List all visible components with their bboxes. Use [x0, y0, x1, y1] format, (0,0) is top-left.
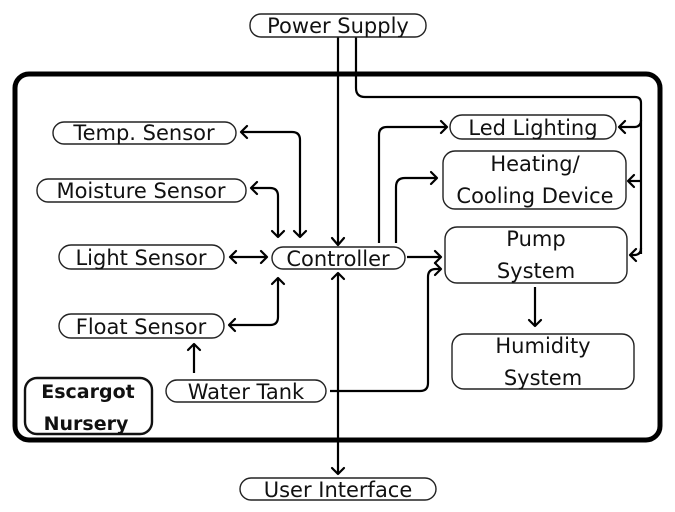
arrowhead-temp	[239, 124, 249, 140]
arrowhead-led-right	[617, 119, 627, 135]
tank-pump-line	[330, 267, 441, 393]
arrowhead-heating-left	[429, 170, 439, 186]
user-interface-label: User Interface	[264, 478, 413, 502]
moisture-sensor-label: Moisture Sensor	[56, 179, 225, 203]
arrowhead-ui	[330, 466, 346, 476]
led-lighting-label: Led Lighting	[468, 116, 597, 140]
node-pump-system[interactable]: Pump System	[444, 226, 628, 284]
nursery-title-line1: Escargot	[41, 381, 134, 403]
float-controller-line	[229, 278, 280, 327]
arrowhead-pump-tank	[433, 261, 443, 277]
moisture-controller-line	[251, 186, 280, 237]
node-humidity-system[interactable]: Humidity System	[451, 333, 635, 390]
arrowhead-humidity	[527, 318, 543, 328]
arrowhead-controller-float	[270, 276, 286, 286]
heating-cooling-label-line2: Cooling Device	[456, 184, 613, 208]
arrowhead-controller-bottom	[330, 271, 346, 281]
heating-cooling-label-line1: Heating/	[490, 152, 580, 176]
nursery-title-line2: Nursery	[44, 413, 129, 435]
node-heating-cooling[interactable]: Heating/ Cooling Device	[442, 150, 627, 210]
arrowhead-pump-left	[433, 249, 443, 265]
controller-led-line	[377, 125, 447, 243]
pump-system-label-line1: Pump	[506, 227, 565, 251]
water-tank-label: Water Tank	[188, 380, 305, 404]
node-light-sensor[interactable]: Light Sensor	[58, 244, 225, 270]
node-controller[interactable]: Controller	[271, 246, 406, 271]
nursery-title: Escargot Nursery	[23, 376, 154, 436]
power-supply-label: Power Supply	[267, 14, 409, 38]
temp-sensor-label: Temp. Sensor	[72, 121, 215, 145]
power-bus-line	[354, 37, 643, 254]
arrowhead-led-left	[439, 119, 449, 135]
node-user-interface[interactable]: User Interface	[239, 477, 437, 502]
arrowhead-controller-top	[330, 236, 346, 247]
arrowhead-controller-moisture	[270, 229, 286, 239]
arrowhead-moisture	[249, 180, 259, 196]
humidity-system-label-line2: System	[504, 366, 582, 390]
light-sensor-label: Light Sensor	[75, 246, 206, 270]
arrowhead-light	[228, 249, 238, 265]
arrowhead-float	[227, 317, 237, 333]
power-to-led-line	[619, 119, 643, 129]
float-sensor-label: Float Sensor	[76, 315, 207, 339]
arrowhead-pump-right	[628, 247, 638, 263]
node-temp-sensor[interactable]: Temp. Sensor	[52, 121, 237, 145]
power-to-pump-line	[630, 247, 643, 257]
controller-heating-line	[394, 176, 437, 243]
humidity-system-label-line1: Humidity	[495, 334, 590, 358]
arrowhead-float-bottom	[186, 342, 202, 352]
node-power-supply[interactable]: Power Supply	[249, 13, 427, 38]
node-water-tank[interactable]: Water Tank	[165, 379, 327, 404]
node-moisture-sensor[interactable]: Moisture Sensor	[36, 178, 247, 203]
arrowhead-controller-temp	[292, 229, 308, 239]
pump-system-label-line2: System	[497, 259, 575, 283]
node-led-lighting[interactable]: Led Lighting	[449, 114, 617, 140]
controller-label: Controller	[286, 247, 390, 271]
node-float-sensor[interactable]: Float Sensor	[58, 313, 225, 339]
temp-controller-line	[241, 130, 302, 237]
arrowhead-controller-light	[259, 249, 269, 265]
arrowhead-heating-right	[626, 173, 636, 189]
